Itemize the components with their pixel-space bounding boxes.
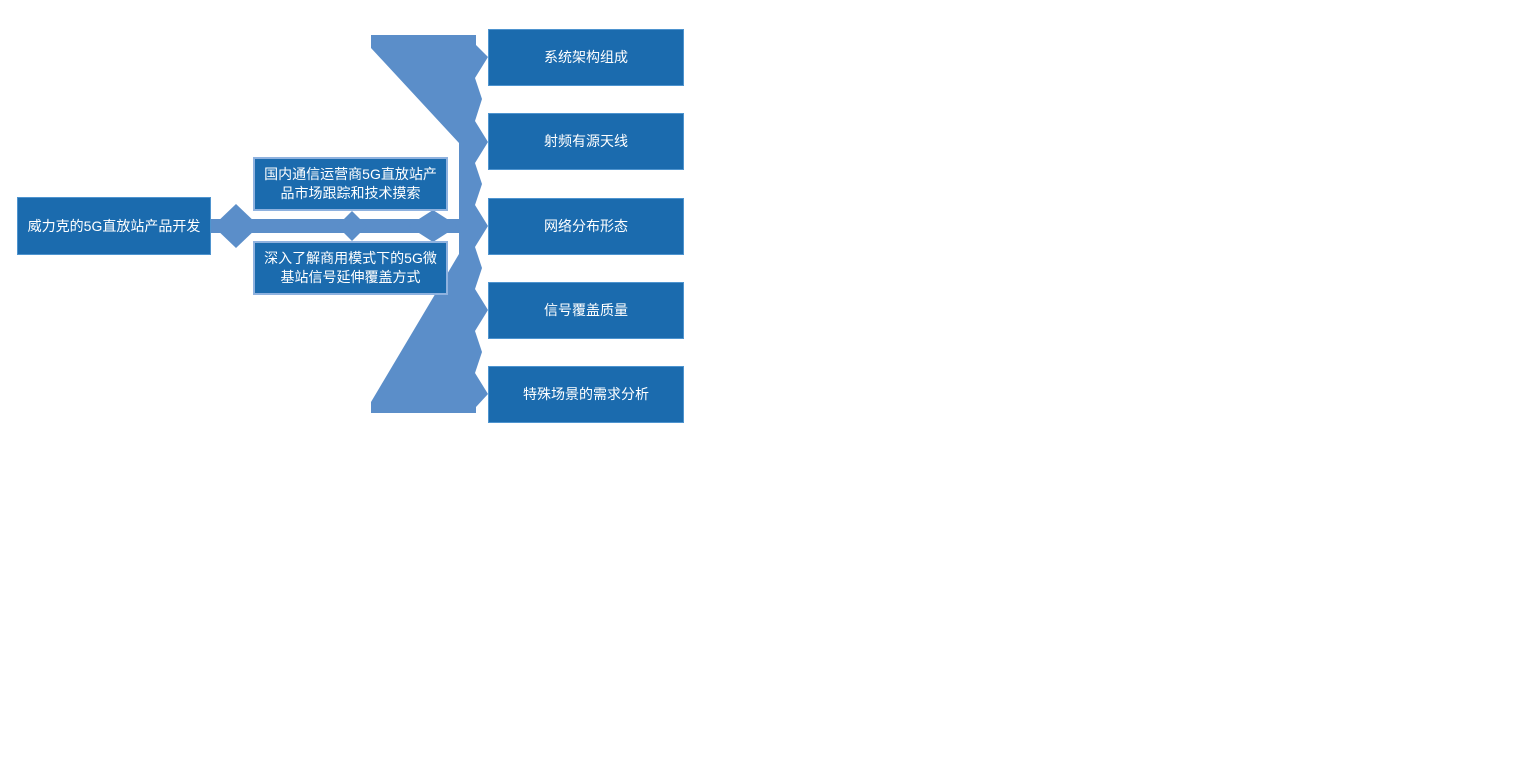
node-leaf-label: 射频有源天线 [544,133,628,149]
node-root-label: 威力克的5G直放站产品开发 [27,217,201,234]
node-root: 威力克的5G直放站产品开发 [17,197,211,255]
bar-mid-diamond [337,211,367,241]
branch-line-2: 品市场跟踪和技术摸索 [280,185,421,201]
branch-line-2: 基站信号延伸覆盖方式 [280,269,421,285]
node-leaf-network-distribution: 网络分布形态 [488,198,684,255]
bar-end-diamond [408,210,458,242]
node-branch-label: 国内通信运营商5G直放站产 品市场跟踪和技术摸索 [264,165,437,203]
funnel-strip-connector [371,35,488,413]
branch-line-1: 深入了解商用模式下的5G微 [264,250,437,266]
node-leaf-label: 信号覆盖质量 [544,302,628,318]
node-branch-coverage-mode: 深入了解商用模式下的5G微 基站信号延伸覆盖方式 [253,241,448,295]
node-leaf-label: 特殊场景的需求分析 [523,386,649,402]
node-leaf-label: 网络分布形态 [544,218,628,234]
branch-line-1: 国内通信运营商5G直放站产 [264,166,437,182]
node-leaf-special-scenario-analysis: 特殊场景的需求分析 [488,366,684,423]
node-leaf-label: 系统架构组成 [544,49,628,65]
node-branch-market-tracking: 国内通信运营商5G直放站产 品市场跟踪和技术摸索 [253,157,448,211]
node-branch-label: 深入了解商用模式下的5G微 基站信号延伸覆盖方式 [264,249,437,287]
node-leaf-system-architecture: 系统架构组成 [488,29,684,86]
node-leaf-signal-coverage-quality: 信号覆盖质量 [488,282,684,339]
node-leaf-rf-active-antenna: 射频有源天线 [488,113,684,170]
